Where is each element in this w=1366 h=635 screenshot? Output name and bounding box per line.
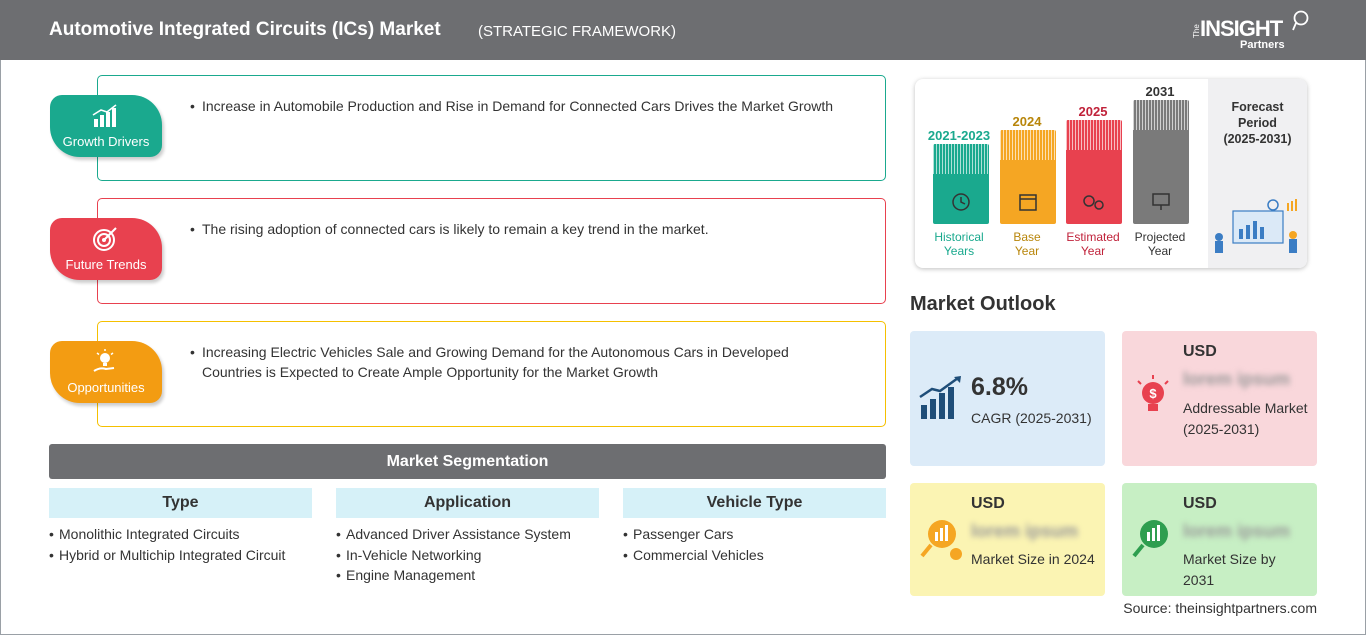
- growth-drivers-card: Increase in Automobile Production and Ri…: [97, 75, 886, 181]
- history-icon: [952, 193, 970, 211]
- gears-icon: [1083, 195, 1104, 210]
- segment-application-head: Application: [336, 488, 599, 518]
- segment-type-list: Monolithic Integrated Circuits Hybrid or…: [49, 524, 312, 565]
- year-historical: 2021-2023: [927, 128, 991, 143]
- cagr-box: 6.8% CAGR (2025-2031): [910, 331, 1105, 466]
- cagr-label: CAGR (2025-2031): [971, 410, 1092, 426]
- opportunities-text: Increasing Electric Vehicles Sale and Gr…: [190, 342, 852, 382]
- growth-bars-icon: [919, 376, 961, 419]
- forecast-line2: Period: [1238, 116, 1277, 130]
- size2031-value: lorem ipsum: [1183, 521, 1291, 541]
- bar-historical: [933, 144, 989, 224]
- bar-projected: [1133, 100, 1189, 224]
- growth-drivers-badge: Growth Drivers: [50, 95, 162, 157]
- calendar-icon: [1019, 194, 1037, 211]
- presentation-icon: [1152, 193, 1170, 210]
- addressable-label: Addressable Market (2025-2031): [1183, 400, 1308, 437]
- analytics-illustration-icon: [1215, 199, 1297, 253]
- caption-historical-line2: Years: [943, 244, 975, 258]
- header-bar: Automotive Integrated Circuits (ICs) Mar…: [0, 0, 1366, 60]
- size2024-label: Market Size in 2024: [971, 551, 1095, 567]
- market-segmentation-title: Market Segmentation: [49, 444, 886, 479]
- bar-estimated: [1066, 120, 1122, 224]
- caption-historical-line1: Historical: [934, 230, 984, 244]
- growth-drivers-label: Growth Drivers: [62, 134, 150, 149]
- caption-projected-line1: Projected: [1134, 230, 1186, 244]
- list-item: Passenger Cars: [623, 524, 886, 545]
- segment-vehicle-type-head: Vehicle Type: [623, 488, 886, 518]
- logo-magnifier-icon: [1292, 10, 1309, 31]
- market-size-2024-box: USD lorem ipsum Market Size in 2024: [910, 483, 1105, 596]
- bar-base: [1000, 130, 1056, 224]
- addressable-currency: USD: [1183, 343, 1217, 360]
- caption-projected: Projected Year: [1120, 230, 1200, 258]
- target-icon: [93, 227, 117, 251]
- source-link[interactable]: Source: theinsightpartners.com: [1123, 600, 1317, 616]
- addressable-market-box: $ USD lorem ipsum Addressable Market (20…: [1122, 331, 1317, 466]
- growth-drivers-text: Increase in Automobile Production and Ri…: [190, 96, 852, 116]
- future-trends-text: The rising adoption of connected cars is…: [190, 219, 852, 239]
- future-trends-badge: Future Trends: [50, 218, 162, 280]
- size2024-value: lorem ipsum: [971, 521, 1079, 541]
- cagr-value: 6.8%: [971, 373, 1028, 401]
- growth-chart-icon: [92, 104, 117, 127]
- future-trends-label: Future Trends: [65, 257, 147, 272]
- timeline-panel: 2021-2023 Historical Years 2024 Base Yea…: [915, 79, 1307, 268]
- caption-base-line1: Base: [1013, 230, 1041, 244]
- list-item: Hybrid or Multichip Integrated Circuit: [49, 545, 312, 566]
- list-item: In-Vehicle Networking: [336, 545, 599, 566]
- list-item: Monolithic Integrated Circuits: [49, 524, 312, 545]
- forecast-line1: Forecast: [1231, 100, 1284, 114]
- insight-partners-logo[interactable]: The INSIGHT Partners: [1192, 10, 1312, 54]
- segment-type-head: Type: [49, 488, 312, 518]
- addressable-value: lorem ipsum: [1183, 369, 1291, 389]
- segment-vehicle-type-list: Passenger Cars Commercial Vehicles: [623, 524, 886, 565]
- magnifier-chart-icon: [920, 520, 962, 560]
- size2024-currency: USD: [971, 495, 1005, 512]
- market-outlook-title: Market Outlook: [910, 293, 1056, 315]
- caption-historical: Historical Years: [919, 230, 999, 258]
- future-trends-card: The rising adoption of connected cars is…: [97, 198, 886, 304]
- size2031-currency: USD: [1183, 495, 1217, 512]
- caption-estimated-line2: Year: [1080, 244, 1106, 258]
- caption-base: Base Year: [987, 230, 1067, 258]
- opportunities-card: Increasing Electric Vehicles Sale and Gr…: [97, 321, 886, 427]
- logo-insight: INSIGHT: [1200, 16, 1283, 41]
- segment-type: Type Monolithic Integrated Circuits Hybr…: [49, 488, 312, 565]
- opportunities-badge: Opportunities: [50, 341, 162, 403]
- svg-text:$: $: [1149, 386, 1157, 401]
- lightbulb-hand-icon: [93, 349, 115, 372]
- list-item: Commercial Vehicles: [623, 545, 886, 566]
- segment-application: Application Advanced Driver Assistance S…: [336, 488, 599, 586]
- caption-estimated-line1: Estimated: [1066, 230, 1120, 244]
- list-item: Engine Management: [336, 565, 599, 586]
- size2031-label: Market Size by 2031: [1183, 551, 1276, 588]
- caption-estimated: Estimated Year: [1053, 230, 1133, 258]
- caption-base-line2: Year: [1014, 244, 1040, 258]
- page-subtitle: (STRATEGIC FRAMEWORK): [478, 23, 677, 40]
- page-title: Automotive Integrated Circuits (ICs) Mar…: [49, 19, 441, 40]
- caption-projected-line2: Year: [1147, 244, 1173, 258]
- year-estimated: 2025: [1078, 104, 1108, 119]
- year-projected: 2031: [1145, 84, 1175, 99]
- lightbulb-dollar-icon: $: [1137, 375, 1169, 411]
- segment-application-list: Advanced Driver Assistance System In-Veh…: [336, 524, 599, 586]
- year-base: 2024: [1012, 114, 1042, 129]
- market-size-2031-box: USD lorem ipsum Market Size by 2031: [1122, 483, 1317, 596]
- logo-partners: Partners: [1240, 39, 1285, 51]
- list-item: Advanced Driver Assistance System: [336, 524, 599, 545]
- forecast-period-label: Forecast Period (2025-2031): [1210, 99, 1305, 147]
- segment-vehicle-type: Vehicle Type Passenger Cars Commercial V…: [623, 488, 886, 565]
- magnifier-growth-icon: [1132, 520, 1168, 558]
- opportunities-label: Opportunities: [67, 380, 145, 395]
- forecast-line3: (2025-2031): [1223, 132, 1292, 146]
